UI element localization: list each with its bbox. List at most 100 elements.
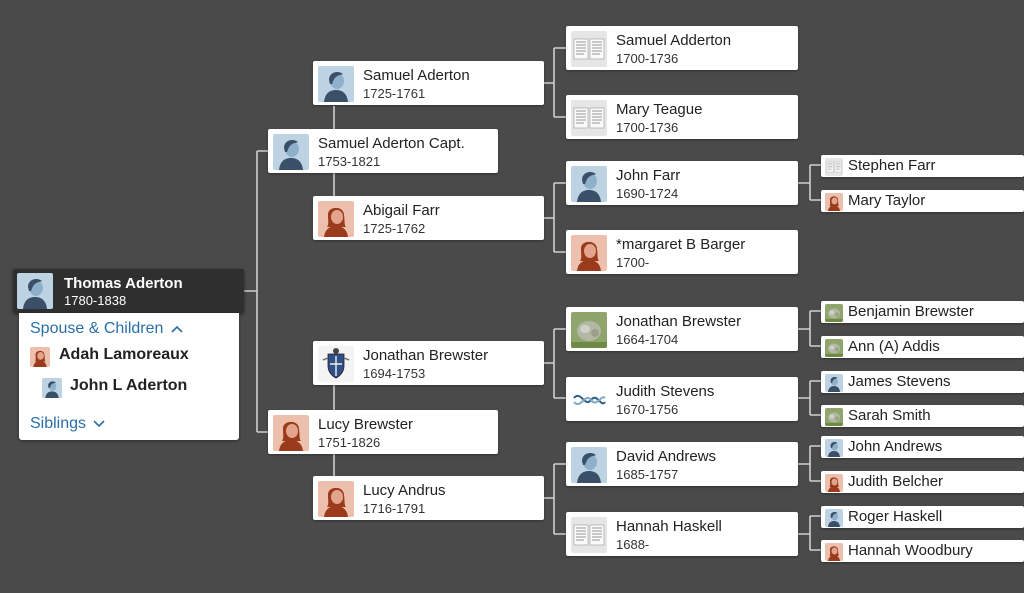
person-name: Samuel Aderton Capt. xyxy=(318,135,465,152)
female-avatar-icon xyxy=(825,474,843,492)
person-name: John Andrews xyxy=(848,438,943,455)
person-name: John Farr xyxy=(616,167,681,184)
person-name: Ann (A) Addis xyxy=(848,338,940,355)
person-dates: 1685-1757 xyxy=(616,467,679,482)
photo-thumbnail-icon xyxy=(571,312,607,348)
person-card-ancestor[interactable]: Hannah Haskell 1688- xyxy=(566,512,798,556)
chevron-down-icon xyxy=(93,420,106,427)
person-card-ancestor[interactable]: John Andrews xyxy=(821,436,1024,458)
male-avatar-icon xyxy=(17,273,53,309)
person-card-ancestor[interactable]: Mary Taylor xyxy=(821,190,1024,212)
person-name: Judith Belcher xyxy=(848,473,944,490)
photo-thumbnail-icon xyxy=(825,304,843,322)
person-card-ancestor[interactable]: Ann (A) Addis xyxy=(821,336,1024,358)
person-name: Judith Stevens xyxy=(616,383,715,400)
person-name: Lucy Andrus xyxy=(363,482,446,499)
person-name: Mary Taylor xyxy=(848,192,926,209)
siblings-label: Siblings xyxy=(30,415,87,432)
person-card-father[interactable]: Samuel Aderton Capt. 1753-1821 xyxy=(268,129,498,173)
person-card-ancestor[interactable]: Judith Stevens 1670-1756 xyxy=(566,377,798,421)
person-name: Stephen Farr xyxy=(848,157,936,174)
person-card-paternal-grandfather[interactable]: Samuel Aderton 1725-1761 xyxy=(313,61,544,105)
person-card-ancestor[interactable]: Mary Teague 1700-1736 xyxy=(566,95,798,139)
person-name: Jonathan Brewster xyxy=(363,347,489,364)
female-avatar-icon xyxy=(318,481,354,517)
person-dates: 1700- xyxy=(616,255,650,270)
person-card-ancestor[interactable]: David Andrews 1685-1757 xyxy=(566,442,798,486)
person-dates: 1664-1704 xyxy=(616,332,679,347)
focus-person-card[interactable]: Thomas Aderton 1780-1838 xyxy=(13,269,244,313)
photo-thumbnail-icon xyxy=(825,339,843,357)
person-dates: 1751-1826 xyxy=(318,435,381,450)
chevron-up-icon xyxy=(171,325,183,333)
person-card-ancestor[interactable]: Judith Belcher xyxy=(821,471,1024,493)
person-card-ancestor[interactable]: *margaret B Barger 1700- xyxy=(566,230,798,274)
female-avatar-icon xyxy=(273,415,309,451)
person-card-ancestor[interactable]: Jonathan Brewster 1664-1704 xyxy=(566,307,798,351)
male-avatar-icon xyxy=(571,447,607,483)
person-card-paternal-grandmother[interactable]: Abigail Farr 1725-1762 xyxy=(313,196,544,240)
person-card-ancestor[interactable]: James Stevens xyxy=(821,371,1024,393)
person-card-ancestor[interactable]: Hannah Woodbury xyxy=(821,540,1024,562)
female-avatar-icon xyxy=(318,201,354,237)
person-card-mother[interactable]: Lucy Brewster 1751-1826 xyxy=(268,410,498,454)
person-name: *margaret B Barger xyxy=(616,236,746,253)
person-name: Jonathan Brewster xyxy=(616,313,742,330)
coat-of-arms-icon xyxy=(318,346,354,382)
male-avatar-icon xyxy=(825,439,843,457)
male-avatar-icon xyxy=(571,166,607,202)
male-avatar-icon xyxy=(273,134,309,170)
male-avatar-icon xyxy=(825,509,843,527)
male-avatar-icon xyxy=(42,378,62,398)
person-card-ancestor[interactable]: Sarah Smith xyxy=(821,405,1024,427)
person-name: Roger Haskell xyxy=(848,508,943,525)
person-name: Sarah Smith xyxy=(848,407,931,424)
person-card-maternal-grandmother[interactable]: Lucy Andrus 1716-1791 xyxy=(313,476,544,520)
child-name[interactable]: John L Aderton xyxy=(70,377,188,394)
person-card-ancestor[interactable]: Benjamin Brewster xyxy=(821,301,1024,323)
person-dates: 1700-1736 xyxy=(616,51,679,66)
person-card-ancestor[interactable]: Roger Haskell xyxy=(821,506,1024,528)
person-name: Hannah Haskell xyxy=(616,518,722,535)
spouse-children-toggle[interactable]: Spouse & Children xyxy=(30,320,183,338)
person-card-ancestor[interactable]: Samuel Adderton 1700-1736 xyxy=(566,26,798,70)
person-name: Thomas Aderton xyxy=(64,275,183,292)
family-panel: Spouse & Children Adah Lamoreaux John L … xyxy=(19,313,239,440)
person-name: Lucy Brewster xyxy=(318,416,414,433)
person-name: Samuel Aderton xyxy=(363,67,470,84)
person-card-maternal-grandfather[interactable]: Jonathan Brewster 1694-1753 xyxy=(313,341,544,385)
document-thumbnail-icon xyxy=(571,31,607,67)
male-avatar-icon xyxy=(825,374,843,392)
person-name: Abigail Farr xyxy=(363,202,440,219)
person-name: Benjamin Brewster xyxy=(848,303,974,320)
person-name: Samuel Adderton xyxy=(616,32,732,49)
person-name: Hannah Woodbury xyxy=(848,542,973,559)
person-dates: 1700-1736 xyxy=(616,120,679,135)
document-thumbnail-icon xyxy=(571,517,607,553)
female-avatar-icon xyxy=(825,193,843,211)
person-dates: 1780-1838 xyxy=(64,293,127,308)
spouse-children-label: Spouse & Children xyxy=(30,320,164,337)
person-dates: 1690-1724 xyxy=(616,186,679,201)
male-avatar-icon xyxy=(318,66,354,102)
person-card-ancestor[interactable]: Stephen Farr xyxy=(821,155,1024,177)
person-dates: 1725-1762 xyxy=(363,221,426,236)
person-name: David Andrews xyxy=(616,448,717,465)
dna-icon xyxy=(571,382,607,418)
female-avatar-icon xyxy=(571,235,607,271)
person-dates: 1670-1756 xyxy=(616,402,679,417)
siblings-toggle[interactable]: Siblings xyxy=(30,415,106,433)
person-dates: 1725-1761 xyxy=(363,86,426,101)
person-card-ancestor[interactable]: John Farr 1690-1724 xyxy=(566,161,798,205)
person-dates: 1716-1791 xyxy=(363,501,426,516)
spouse-name[interactable]: Adah Lamoreaux xyxy=(59,346,189,363)
female-avatar-icon xyxy=(825,543,843,561)
person-dates: 1688- xyxy=(616,537,650,552)
person-name: James Stevens xyxy=(848,373,951,390)
person-dates: 1694-1753 xyxy=(363,366,426,381)
document-thumbnail-icon xyxy=(571,100,607,136)
person-dates: 1753-1821 xyxy=(318,154,381,169)
document-thumbnail-icon xyxy=(825,158,843,176)
photo-thumbnail-icon xyxy=(825,408,843,426)
